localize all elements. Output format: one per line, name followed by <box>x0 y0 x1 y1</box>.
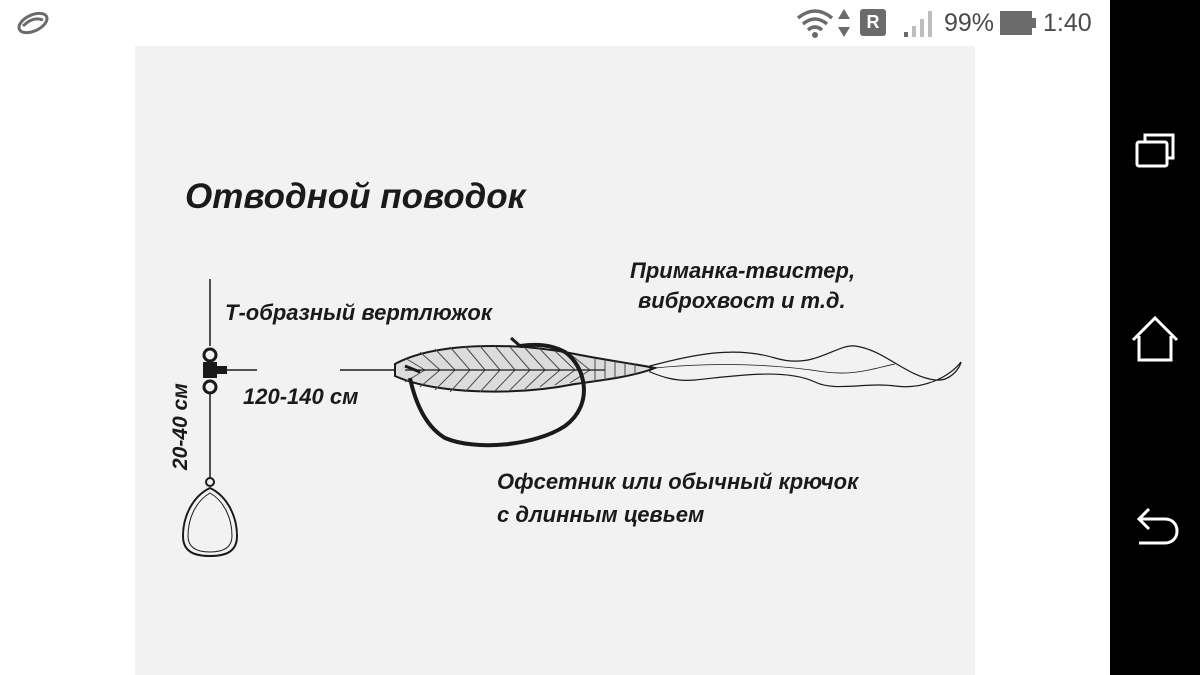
hook-label-line1: Офсетник или обычный крючок <box>497 469 860 494</box>
soft-lure-icon <box>394 344 962 393</box>
image-viewer[interactable]: Отводной поводок 20-40 см 120-140 см Т-о… <box>135 46 975 675</box>
sinker-leader-length: 20-40 см <box>169 383 192 471</box>
swivel-label: Т-образный вертлюжок <box>225 300 494 325</box>
lens-app-icon <box>17 11 49 35</box>
home-button[interactable] <box>1125 308 1185 368</box>
home-icon <box>1131 315 1179 362</box>
back-arrow-icon <box>1136 507 1179 545</box>
sinker-weight-icon <box>181 486 239 558</box>
recent-apps-icon <box>1135 133 1175 168</box>
navigation-bar <box>1110 0 1200 675</box>
offset-hook-icon <box>404 336 586 448</box>
lure-label-line1: Приманка-твистер, <box>630 258 855 283</box>
wifi-icon <box>796 9 834 38</box>
battery-icon <box>1000 11 1036 35</box>
status-bar: R 99% 1:40 <box>0 0 1110 46</box>
diagram-title: Отводной поводок <box>185 177 528 216</box>
t-swivel-icon <box>202 347 227 395</box>
back-button[interactable] <box>1125 495 1185 555</box>
hook-label-line2: с длинным цевьем <box>497 502 704 527</box>
recent-apps-button[interactable] <box>1125 120 1185 180</box>
clock: 1:40 <box>1043 9 1092 37</box>
cell-signal-icon <box>904 11 932 37</box>
data-transfer-arrows-icon <box>838 9 850 37</box>
roaming-badge: R <box>860 9 886 36</box>
battery-percent: 99% <box>944 9 995 37</box>
main-leader-length: 120-140 см <box>243 384 358 409</box>
fishing-rig-diagram: Отводной поводок 20-40 см 120-140 см Т-о… <box>169 177 962 558</box>
lure-label-line2: виброхвост и т.д. <box>638 288 846 313</box>
